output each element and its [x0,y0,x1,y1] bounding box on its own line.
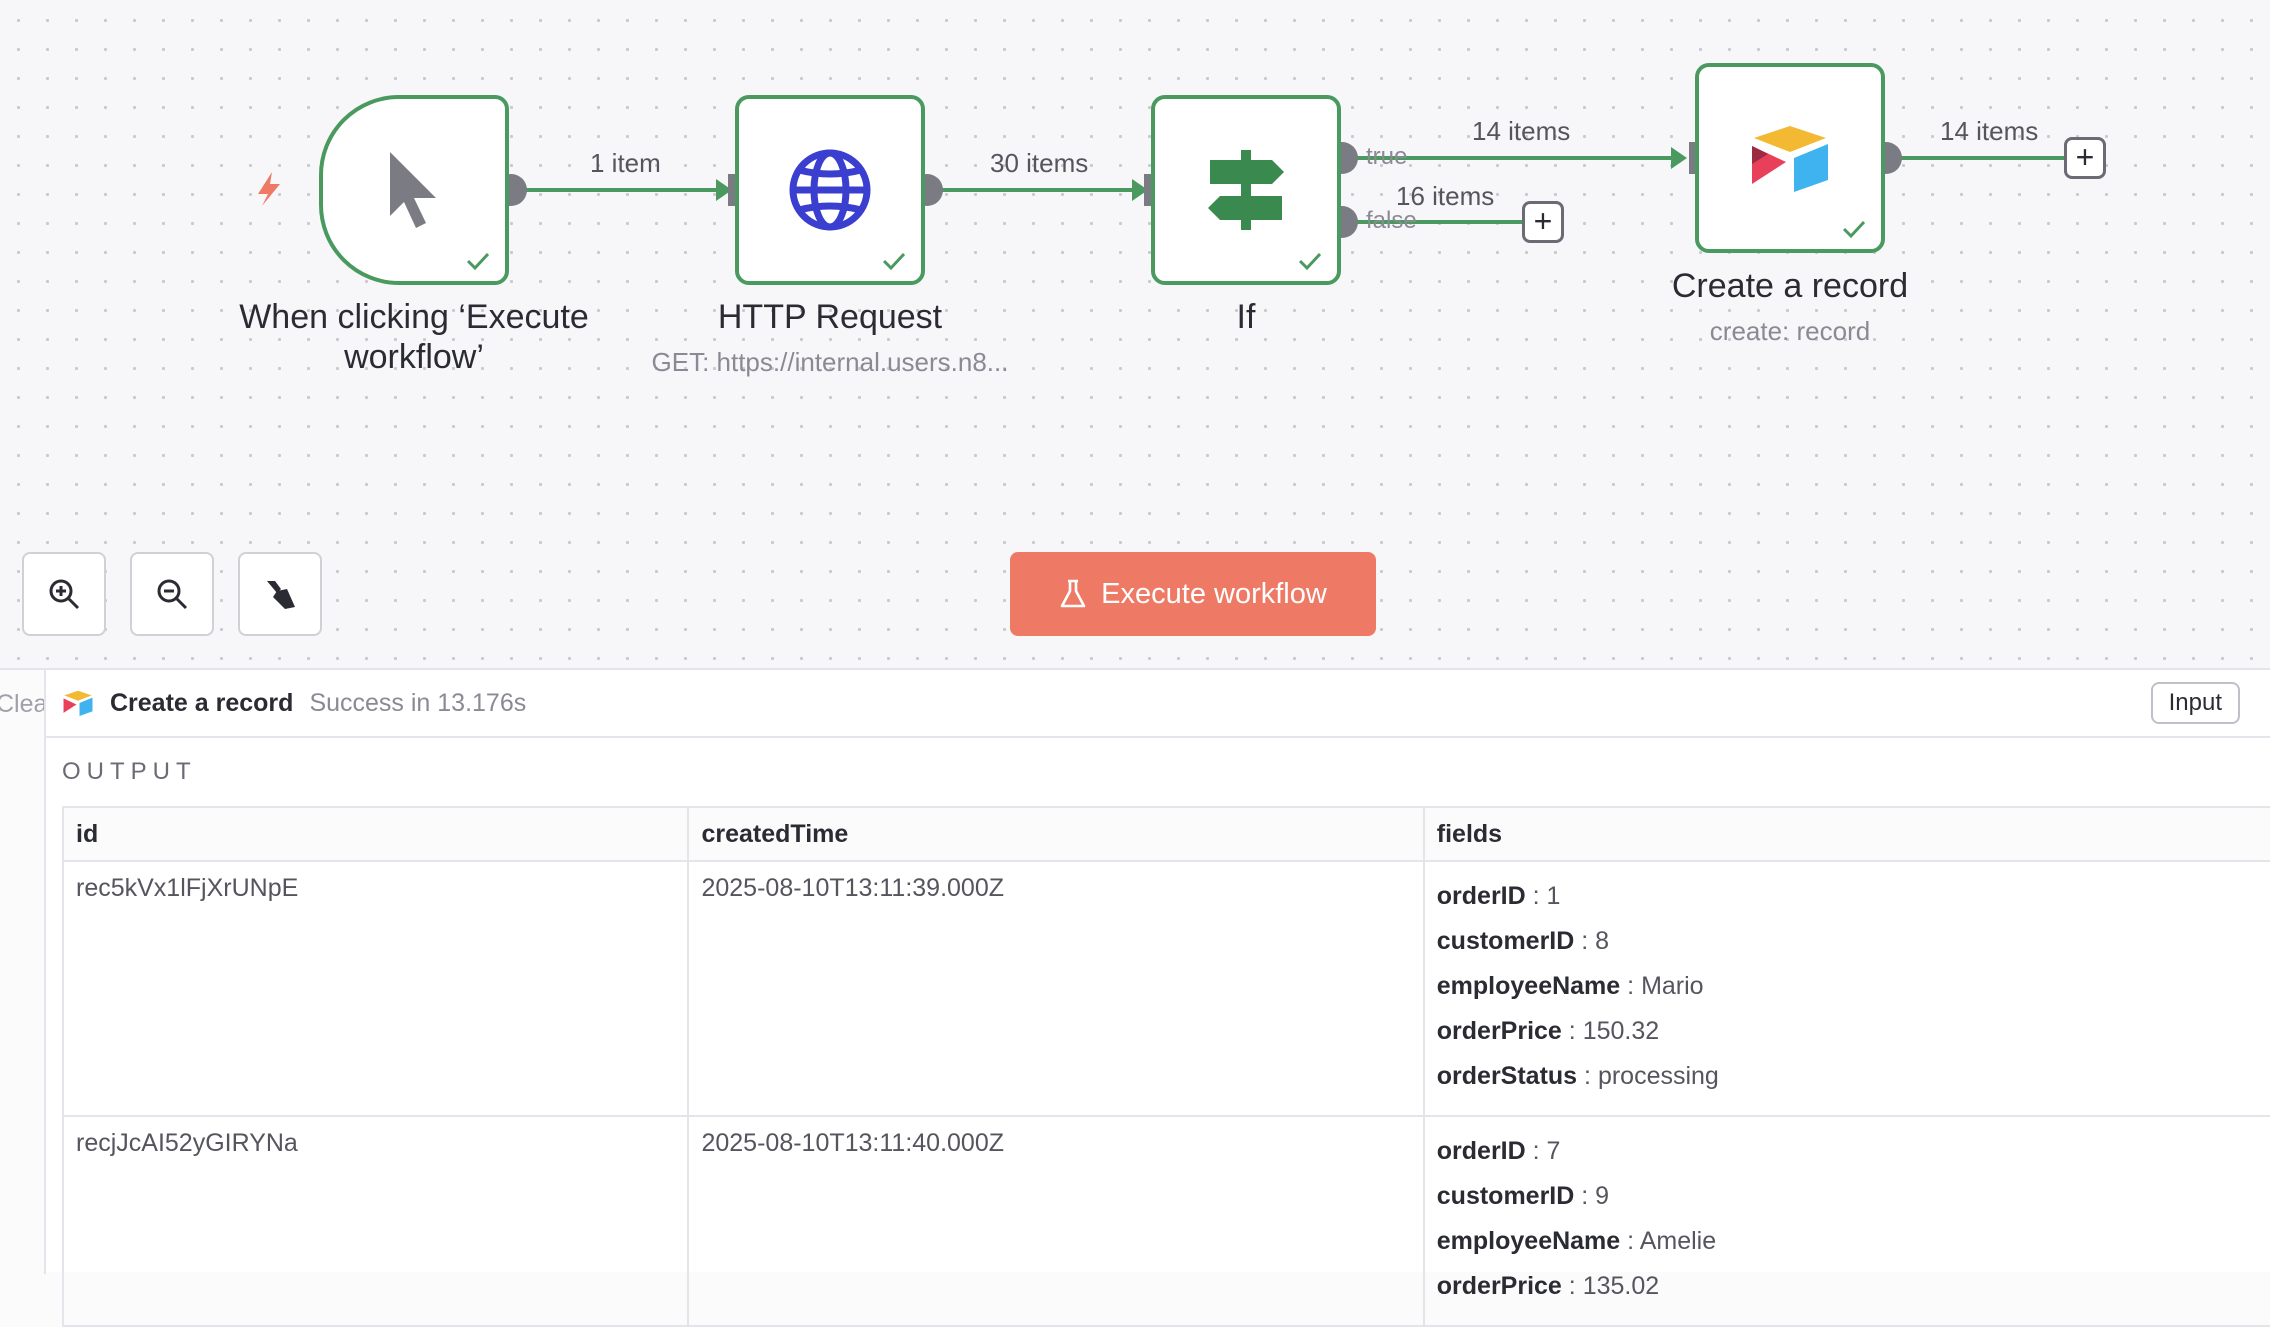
field-line: orderID : 1 [1437,874,2270,919]
zoom-out-icon [157,579,188,610]
column-header-fields[interactable]: fields [1422,806,2270,862]
node-title-trigger: When clicking ‘Execute workflow’ [239,298,589,376]
node-title-if: If [1236,298,1256,336]
field-separator: : [1568,1272,1576,1300]
field-separator: : [1584,1062,1591,1090]
panel-header: Create a record Success in 13.176s Input [46,670,2270,738]
add-node-button-output[interactable]: + [2064,137,2106,179]
zoom-out-button[interactable] [130,552,214,636]
field-separator: : [1581,1182,1589,1210]
node-subtitle-http: GET: https://internal.users.n8... [651,347,1009,377]
cell-fields: orderID : 7 customerID : 9 employeeName … [1422,1115,2270,1327]
field-key: employeeName [1436,1227,1621,1255]
edge-label-trigger-http: 1 item [590,148,661,178]
workflow-canvas[interactable]: When clicking ‘Execute workflow’ HTTP Re… [0,0,2270,668]
signpost-icon [1208,150,1284,230]
node-create-record[interactable] [1695,63,1885,253]
check-icon [1298,252,1322,271]
field-separator: : [1627,1227,1635,1255]
check-icon [882,252,906,271]
cell-id: recjJcAI52yGIRYNa [61,1115,690,1327]
globe-icon [789,149,871,231]
field-key: orderPrice [1436,1272,1562,1300]
arrow-head [716,179,732,201]
arrow-head [1671,147,1687,169]
tidy-up-button[interactable] [238,552,322,636]
broom-icon [267,581,295,609]
node-subtitle-create-record: create: record [1709,316,1871,346]
node-trigger[interactable] [319,95,509,285]
table-row: rec5kVx1lFjXrUNpE 2025-08-10T13:11:39.00… [61,860,2270,1117]
field-key: customerID [1436,927,1575,955]
trigger-bolt-icon [258,172,280,206]
cell-createdtime: 2025-08-10T13:11:39.000Z [687,860,1425,1117]
field-value: 150.32 [1582,1017,1660,1045]
field-value: processing [1597,1062,1719,1090]
field-line: employeeName : Mario [1437,964,2270,1009]
field-separator: : [1627,972,1635,1000]
cell-createdtime: 2025-08-10T13:11:40.000Z [687,1115,1425,1327]
output-table: id createdTime fields rec5kVx1lFjXrUNpE … [61,806,2270,1327]
input-pane-strip[interactable]: Clea [0,670,46,1274]
execute-workflow-label: Execute workflow [1101,577,1327,610]
arrow-head [1132,179,1148,201]
field-value: 7 [1546,1137,1561,1165]
field-separator: : [1581,927,1589,955]
field-line: employeeName : Amelie [1437,1219,2270,1264]
edge-label-airtable-out: 14 items [1940,116,2039,146]
check-icon [1842,220,1866,239]
zoom-in-icon [49,579,80,610]
zoom-in-button[interactable] [22,552,106,636]
field-key: orderID [1436,1137,1526,1165]
field-key: employeeName [1436,972,1621,1000]
airtable-icon [63,690,93,716]
field-value: 8 [1595,927,1610,955]
field-value: 1 [1546,882,1561,910]
panel-status: Success in 13.176s [309,688,527,717]
field-key: customerID [1436,1182,1575,1210]
field-separator: : [1568,1017,1576,1045]
flask-icon [1060,579,1086,608]
cursor-icon [390,152,436,228]
cell-id: rec5kVx1lFjXrUNpE [61,860,690,1117]
edge-label-if-false: 16 items [1396,181,1495,211]
field-separator: : [1532,1137,1540,1165]
port-label-true: true [1366,143,1408,170]
node-title-create-record: Create a record [1671,267,1909,305]
field-separator: : [1532,882,1540,910]
node-http-request[interactable] [735,95,925,285]
execute-workflow-button[interactable]: Execute workflow [1010,552,1376,636]
add-node-button-false[interactable]: + [1522,201,1564,243]
field-line: orderPrice : 150.32 [1437,1009,2270,1054]
field-key: orderPrice [1436,1017,1562,1045]
edge-label-http-if: 30 items [990,148,1089,178]
field-value: Amelie [1639,1227,1717,1255]
panel-node-name: Create a record [110,688,294,717]
column-header-createdtime[interactable]: createdTime [687,806,1425,862]
check-icon [466,252,490,271]
input-button[interactable]: Input [2150,682,2240,724]
node-title-http: HTTP Request [717,298,943,336]
clear-label[interactable]: Clea [0,690,46,718]
field-line: customerID : 8 [1437,919,2270,964]
field-line: orderStatus : processing [1437,1054,2270,1099]
column-header-id[interactable]: id [61,806,690,862]
airtable-icon [1752,126,1828,192]
field-line: customerID : 9 [1437,1174,2270,1219]
table-row: recjJcAI52yGIRYNa 2025-08-10T13:11:40.00… [61,1115,2270,1327]
field-line: orderPrice : 135.02 [1437,1264,2270,1309]
field-value: 135.02 [1582,1272,1660,1300]
output-panel: Clea Create a record Success in 13.176s … [0,668,2270,1327]
field-key: orderID [1436,882,1526,910]
field-key: orderStatus [1436,1062,1578,1090]
field-value: Mario [1641,972,1704,1000]
field-line: orderID : 7 [1437,1129,2270,1174]
port-label-false: false [1366,207,1417,234]
cell-fields: orderID : 1 customerID : 8 employeeName … [1422,860,2270,1117]
edge-label-if-true: 14 items [1472,116,1571,146]
table-header-row: id createdTime fields [61,806,2270,862]
field-value: 9 [1595,1182,1610,1210]
output-label: OUTPUT [62,758,197,785]
node-if[interactable] [1151,95,1341,285]
